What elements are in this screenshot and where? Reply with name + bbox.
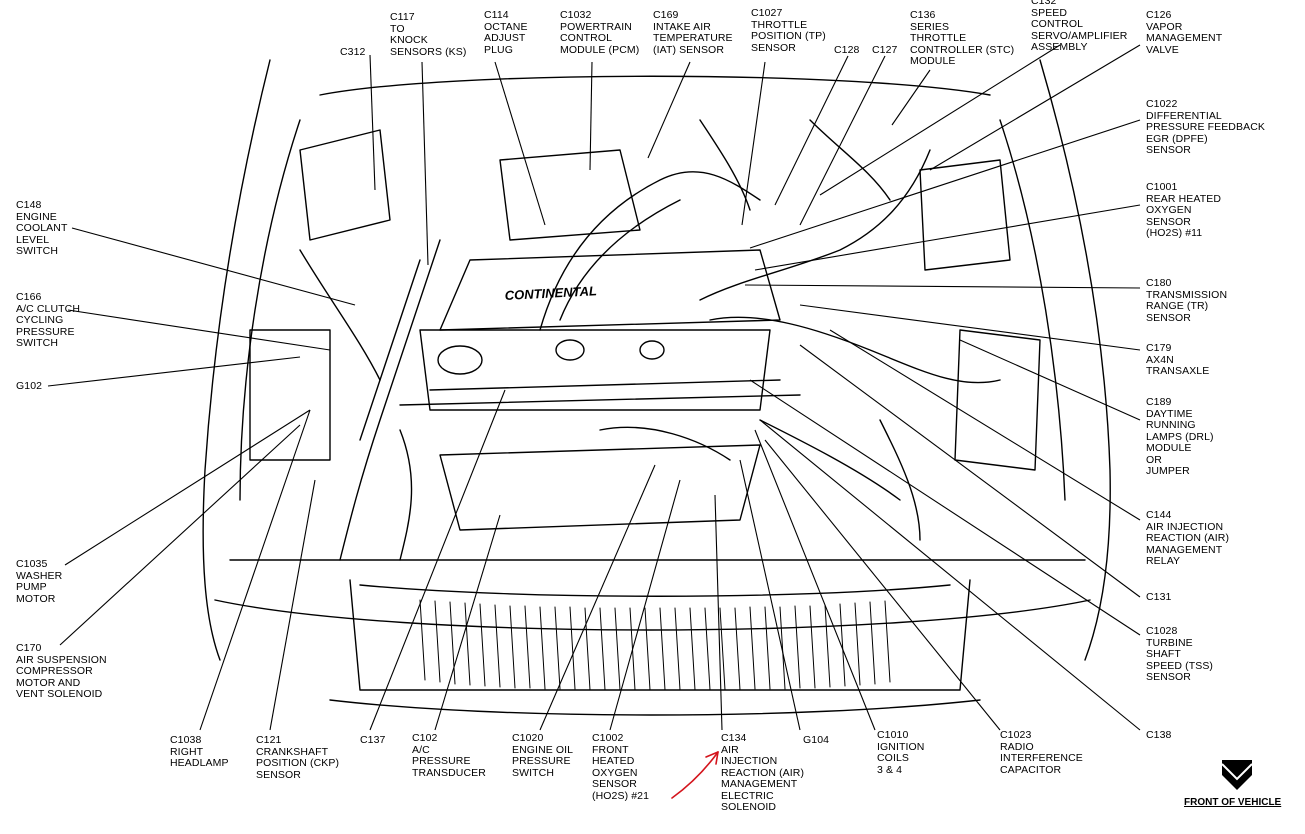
label-c166: C166 A/C CLUTCH CYCLING PRESSURE SWITCH: [16, 291, 81, 349]
label-c117: C117 TO KNOCK SENSORS (KS): [390, 11, 467, 58]
label-c169: C169 INTAKE AIR TEMPERATURE (IAT) SENSOR: [653, 9, 733, 56]
label-c1020: C1020 ENGINE OIL PRESSURE SWITCH: [512, 732, 574, 779]
label-c1022: C1022 DIFFERENTIAL PRESSURE FEEDBACK EGR…: [1146, 98, 1265, 156]
label-c1032: C1032 POWERTRAIN CONTROL MODULE (PCM): [560, 9, 640, 56]
label-c137: C137: [360, 734, 386, 746]
label-g102: G102: [16, 380, 43, 392]
label-c189: C189 DAYTIME RUNNING LAMPS (DRL) MODULE …: [1146, 396, 1214, 477]
label-c148: C148 ENGINE COOLANT LEVEL SWITCH: [16, 199, 68, 257]
label-c1038: C1038 RIGHT HEADLAMP: [170, 734, 229, 769]
label-c170: C170 AIR SUSPENSION COMPRESSOR MOTOR AND…: [16, 642, 107, 700]
engine-compartment-drawing: [202, 59, 1111, 716]
label-c114: C114 OCTANE ADJUST PLUG: [484, 9, 528, 56]
label-c179: C179 AX4N TRANSAXLE: [1146, 342, 1210, 377]
label-c1035: C1035 WASHER PUMP MOTOR: [16, 558, 63, 605]
label-c1002: C1002 FRONT HEATED OXYGEN SENSOR (HO2S) …: [592, 732, 650, 802]
label-c131: C131: [1146, 591, 1172, 603]
label-c1028: C1028 TURBINE SHAFT SPEED (TSS) SENSOR: [1146, 625, 1214, 683]
label-g104: G104: [803, 734, 830, 746]
label-c126: C126 VAPOR MANAGEMENT VALVE: [1146, 9, 1223, 56]
label-c136: C136 SERIES THROTTLE CONTROLLER (STC) MO…: [910, 9, 1015, 67]
label-c312: C312: [340, 46, 366, 58]
label-c128: C128: [834, 44, 860, 56]
label-c138: C138: [1146, 729, 1172, 741]
front-of-vehicle-arrow-icon: [1221, 760, 1253, 790]
label-c121: C121 CRANKSHAFT POSITION (CKP) SENSOR: [256, 734, 340, 781]
label-c127: C127: [872, 44, 898, 56]
label-c1001: C1001 REAR HEATED OXYGEN SENSOR (HO2S) #…: [1146, 181, 1221, 239]
label-c1010: C1010 IGNITION COILS 3 & 4: [877, 729, 925, 776]
leader-lines: [47, 44, 1141, 731]
label-c102: C102 A/C PRESSURE TRANSDUCER: [412, 732, 486, 779]
label-c134: C134 AIR INJECTION REACTION (AIR) MANAGE…: [721, 732, 805, 813]
highlight-arrow: [671, 751, 719, 799]
label-c180: C180 TRANSMISSION RANGE (TR) SENSOR: [1146, 277, 1228, 324]
front-of-vehicle-label: FRONT OF VEHICLE: [1184, 797, 1282, 808]
label-c144: C144 AIR INJECTION REACTION (AIR) MANAGE…: [1146, 509, 1230, 567]
engine-cover-text: CONTINENTAL: [504, 283, 597, 303]
label-c132: C132 SPEED CONTROL SERVO/AMPLIFIER ASSEM…: [1031, 0, 1128, 53]
label-c1027: C1027 THROTTLE POSITION (TP) SENSOR: [751, 7, 826, 54]
label-c1023: C1023 RADIO INTERFERENCE CAPACITOR: [1000, 729, 1083, 776]
